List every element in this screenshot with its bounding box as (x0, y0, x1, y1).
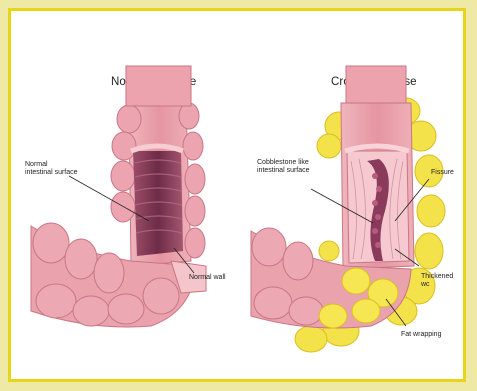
fat-wrapping-label: Fat wrapping (401, 331, 441, 339)
thickened-wall-label: Thickened wc (421, 273, 463, 289)
normal-wall-label: Normal wall (189, 274, 226, 282)
crohns-intestine (251, 66, 445, 352)
diagram-frame: Normal Intestine Crohn’s Disease (8, 8, 466, 382)
fissure-label: Fissure (431, 169, 454, 177)
intestine-illustration (11, 11, 466, 382)
cobblestone-label: Cobblestone like intestinal surface (257, 159, 310, 175)
normal-surface-label: Normal intestinal surface (25, 161, 78, 177)
normal-intestine (31, 66, 206, 327)
